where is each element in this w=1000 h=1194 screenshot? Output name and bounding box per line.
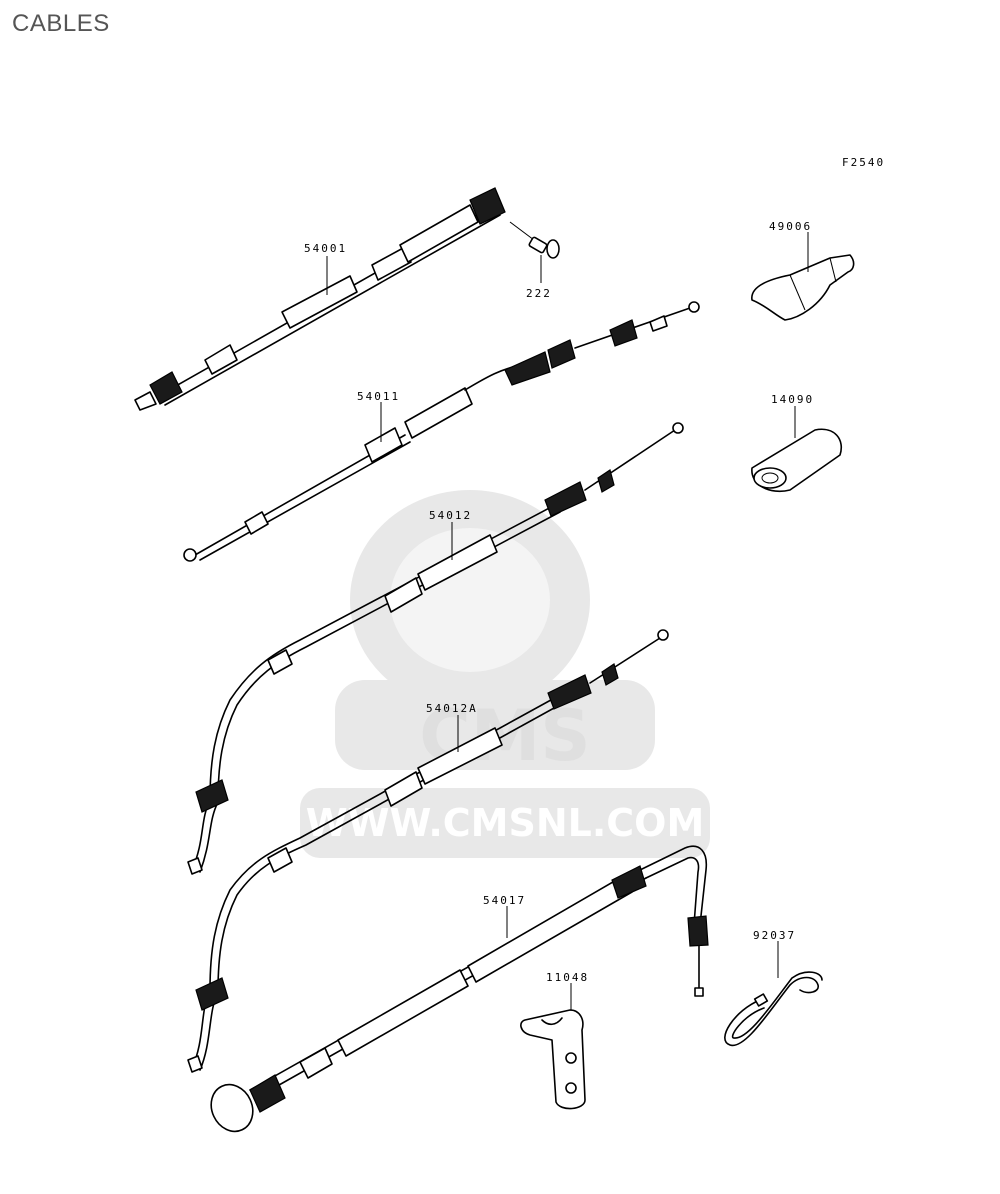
label-54012a: 54012A	[426, 702, 478, 715]
part-54001-speedometer-cable[interactable]	[134, 187, 506, 411]
watermark-url: WWW.CMSNL.COM	[306, 801, 705, 845]
label-49006: 49006	[769, 220, 812, 233]
label-92037: 92037	[753, 929, 796, 942]
label-54017: 54017	[483, 894, 526, 907]
label-11048: 11048	[546, 971, 589, 984]
part-92037-clamp[interactable]	[724, 971, 823, 1047]
label-54012: 54012	[429, 509, 472, 522]
part-222-screw[interactable]	[509, 221, 560, 259]
label-54001: 54001	[304, 242, 347, 255]
part-11048-bracket[interactable]	[520, 1009, 586, 1110]
label-222: 222	[526, 287, 552, 300]
part-14090-grommet[interactable]	[751, 428, 842, 492]
part-49006-boot[interactable]	[751, 254, 855, 321]
label-14090: 14090	[771, 393, 814, 406]
part-54011-tachometer-cable[interactable]	[183, 301, 700, 562]
part-54012-throttle-cable[interactable]	[187, 422, 684, 875]
part-54017-choke-cable[interactable]	[204, 845, 709, 1138]
watermark: CMS WWW.CMSNL.COM	[300, 490, 710, 858]
label-54011: 54011	[357, 390, 400, 403]
part-54012a-throttle-cable[interactable]	[187, 629, 669, 1073]
page-title: CABLES	[12, 10, 110, 37]
figure-code: F2540	[842, 156, 885, 169]
